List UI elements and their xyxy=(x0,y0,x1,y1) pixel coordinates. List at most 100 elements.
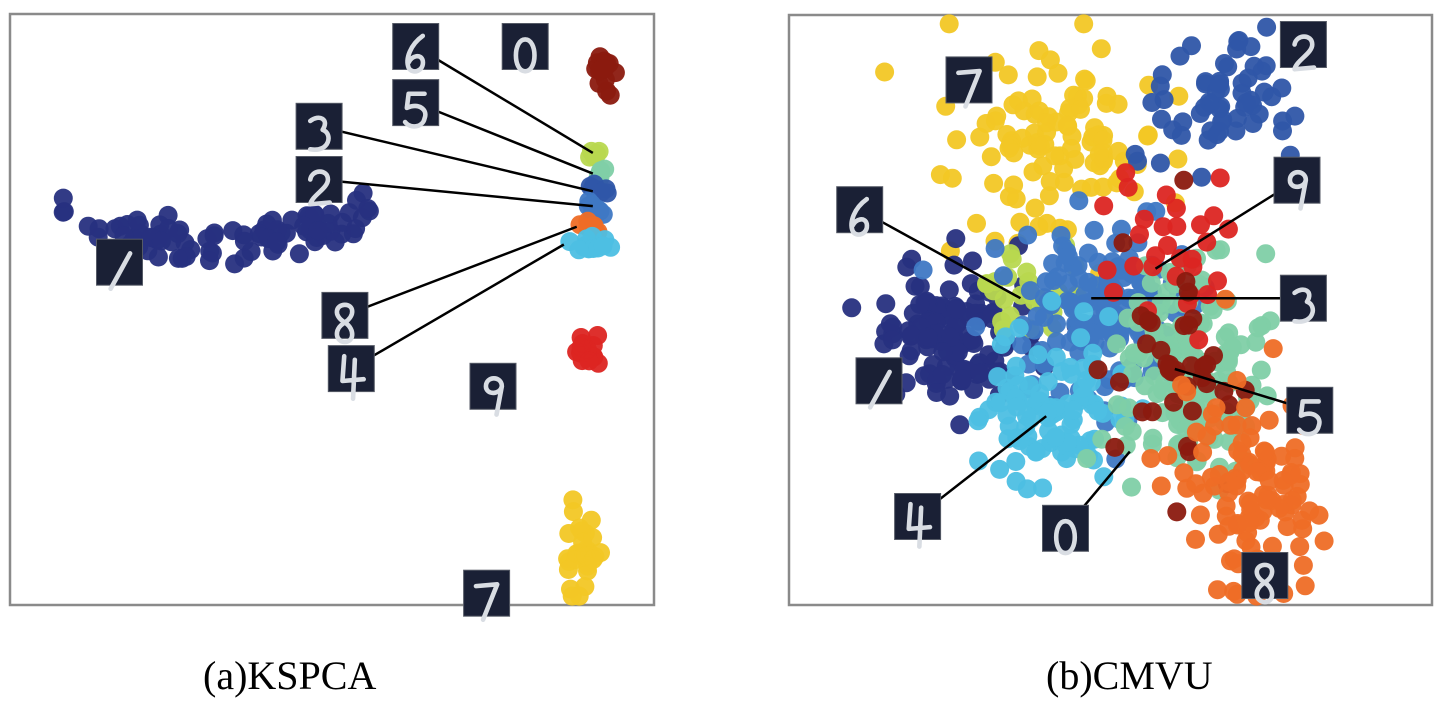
leader-line-digit-8 xyxy=(344,225,578,317)
scatter-point-digit-4 xyxy=(1006,452,1026,471)
scatter-point-digit-9 xyxy=(579,351,599,371)
scatter-point-digit-5 xyxy=(1147,384,1167,404)
scatter-point-digit-7 xyxy=(1076,71,1096,91)
scatter-point-digit-4 xyxy=(996,327,1015,347)
scatter-point-digit-4 xyxy=(988,367,1008,387)
scatter-point-digit-1 xyxy=(282,210,302,230)
scatter-point-digit-9 xyxy=(1189,330,1209,350)
scatter-point-digit-8 xyxy=(1201,467,1221,487)
scatter-point-digit-5 xyxy=(1248,318,1268,338)
scatter-point-digit-9 xyxy=(1166,198,1186,218)
scatter-point-digit-0 xyxy=(1137,334,1157,354)
scatter-point-digit-7 xyxy=(1054,172,1074,192)
scatter-point-digit-7 xyxy=(1071,99,1090,119)
scatter-point-digit-4 xyxy=(1094,467,1114,487)
scatter-point-digit-5 xyxy=(1107,334,1126,354)
scatter-point-digit-8 xyxy=(1216,496,1236,516)
scatter-point-digit-1 xyxy=(308,221,328,241)
scatter-point-digit-1 xyxy=(901,341,921,361)
scatter-point-digit-2 xyxy=(1257,17,1277,37)
thumbnail-background xyxy=(1279,274,1327,322)
scatter-point-digit-3 xyxy=(1078,243,1098,263)
thumbnail-background xyxy=(321,291,369,339)
scatter-point-digit-9 xyxy=(1218,219,1238,239)
scatter-point-digit-0 xyxy=(1183,309,1203,329)
scatter-point-digit-8 xyxy=(1290,464,1310,484)
scatter-point-digit-1 xyxy=(941,327,961,347)
scatter-point-digit-7 xyxy=(1091,39,1111,59)
thumbnail-background xyxy=(295,102,343,150)
scatter-point-digit-0 xyxy=(1204,346,1223,366)
scatter-point-digit-1 xyxy=(53,188,73,208)
scatter-point-digit-1 xyxy=(234,231,254,251)
digit-glyph-9 xyxy=(483,376,505,417)
digit-glyph-5 xyxy=(402,91,428,129)
scatter-point-digit-3 xyxy=(966,317,986,337)
scatter-point-digit-7 xyxy=(1023,162,1043,182)
scatter-point-digit-5 xyxy=(1256,244,1276,264)
scatter-point-digit-7 xyxy=(1093,177,1113,197)
digit-thumbnail-5 xyxy=(1286,386,1334,437)
scatter-point-digit-5 xyxy=(1115,417,1135,436)
digit-thumbnail-8 xyxy=(1241,552,1289,605)
digit-thumbnail-9 xyxy=(469,362,517,417)
caption-cmvu: (b)CMVU xyxy=(1046,653,1213,698)
scatter-point-digit-7 xyxy=(1093,130,1113,150)
digit-glyph-4 xyxy=(906,501,933,549)
scatter-point-digit-7 xyxy=(1138,126,1158,146)
scatter-point-digit-2 xyxy=(1262,87,1282,107)
scatter-point-digit-7 xyxy=(1039,186,1059,206)
thumbnail-background xyxy=(1273,156,1321,204)
scatter-point-digit-2 xyxy=(1212,112,1232,132)
scatter-point-digit-1 xyxy=(876,294,896,314)
scatter-point-digit-6 xyxy=(1002,249,1022,269)
scatter-point-digit-9 xyxy=(571,337,591,357)
scatter-point-digit-7 xyxy=(875,62,895,82)
scatter-point-digit-3 xyxy=(1047,314,1066,334)
scatter-point-digit-1 xyxy=(948,342,968,362)
scatter-point-digit-0 xyxy=(595,59,615,79)
leader-line-digit-6 xyxy=(415,45,594,154)
scatter-point-digit-4 xyxy=(1088,401,1108,421)
scatter-point-digit-5 xyxy=(1246,332,1266,352)
scatter-point-digit-2 xyxy=(1182,36,1201,56)
scatter-point-digit-2 xyxy=(1198,130,1218,150)
scatter-point-digit-9 xyxy=(1191,215,1210,235)
scatter-point-digit-1 xyxy=(332,212,352,232)
scatter-point-digit-7 xyxy=(984,173,1004,193)
scatter-point-digit-1 xyxy=(918,327,938,347)
scatter-point-digit-8 xyxy=(1285,438,1305,458)
scatter-point-digit-2 xyxy=(1128,151,1147,171)
scatter-point-digit-0 xyxy=(1176,272,1196,291)
scatter-point-digit-9 xyxy=(1124,256,1144,276)
digit-glyph-2 xyxy=(1292,34,1317,72)
scatter-point-digit-2 xyxy=(1232,73,1252,93)
scatter-point-digit-7 xyxy=(1108,94,1128,114)
digit-thumbnail-0 xyxy=(1042,504,1089,556)
digit-glyph-6 xyxy=(405,33,426,74)
digit-thumbnail-5 xyxy=(392,79,440,129)
scatter-point-digit-8 xyxy=(1242,416,1262,436)
scatter-point-digit-7 xyxy=(1169,86,1189,106)
scatter-point-digit-7 xyxy=(1030,136,1050,156)
scatter-point-digit-2 xyxy=(1150,153,1170,173)
scatter-point-digit-0 xyxy=(1088,360,1108,380)
scatter-point-digit-7 xyxy=(562,586,582,606)
scatter-point-digit-8 xyxy=(1293,519,1313,539)
scatter-point-digit-9 xyxy=(1130,224,1149,244)
scatter-point-digit-9 xyxy=(1208,271,1227,291)
scatter-point-digit-0 xyxy=(1181,356,1201,376)
scatter-point-digit-1 xyxy=(127,210,147,230)
leader-line-digit-6 xyxy=(859,208,1022,300)
scatter-point-digit-2 xyxy=(1152,109,1171,129)
scatter-point-digit-8 xyxy=(1205,416,1224,436)
digit-thumbnail-2 xyxy=(1279,21,1327,72)
digit-glyph-8 xyxy=(1254,562,1275,605)
scatter-point-digit-1 xyxy=(54,202,74,222)
scatter-point-digit-7 xyxy=(1029,41,1049,61)
scatter-point-digit-4 xyxy=(1026,442,1046,462)
scatter-point-digit-0 xyxy=(1164,392,1184,412)
scatter-point-digit-8 xyxy=(1259,471,1279,491)
scatter-point-digit-8 xyxy=(1290,537,1310,557)
scatter-point-digit-7 xyxy=(939,14,959,34)
